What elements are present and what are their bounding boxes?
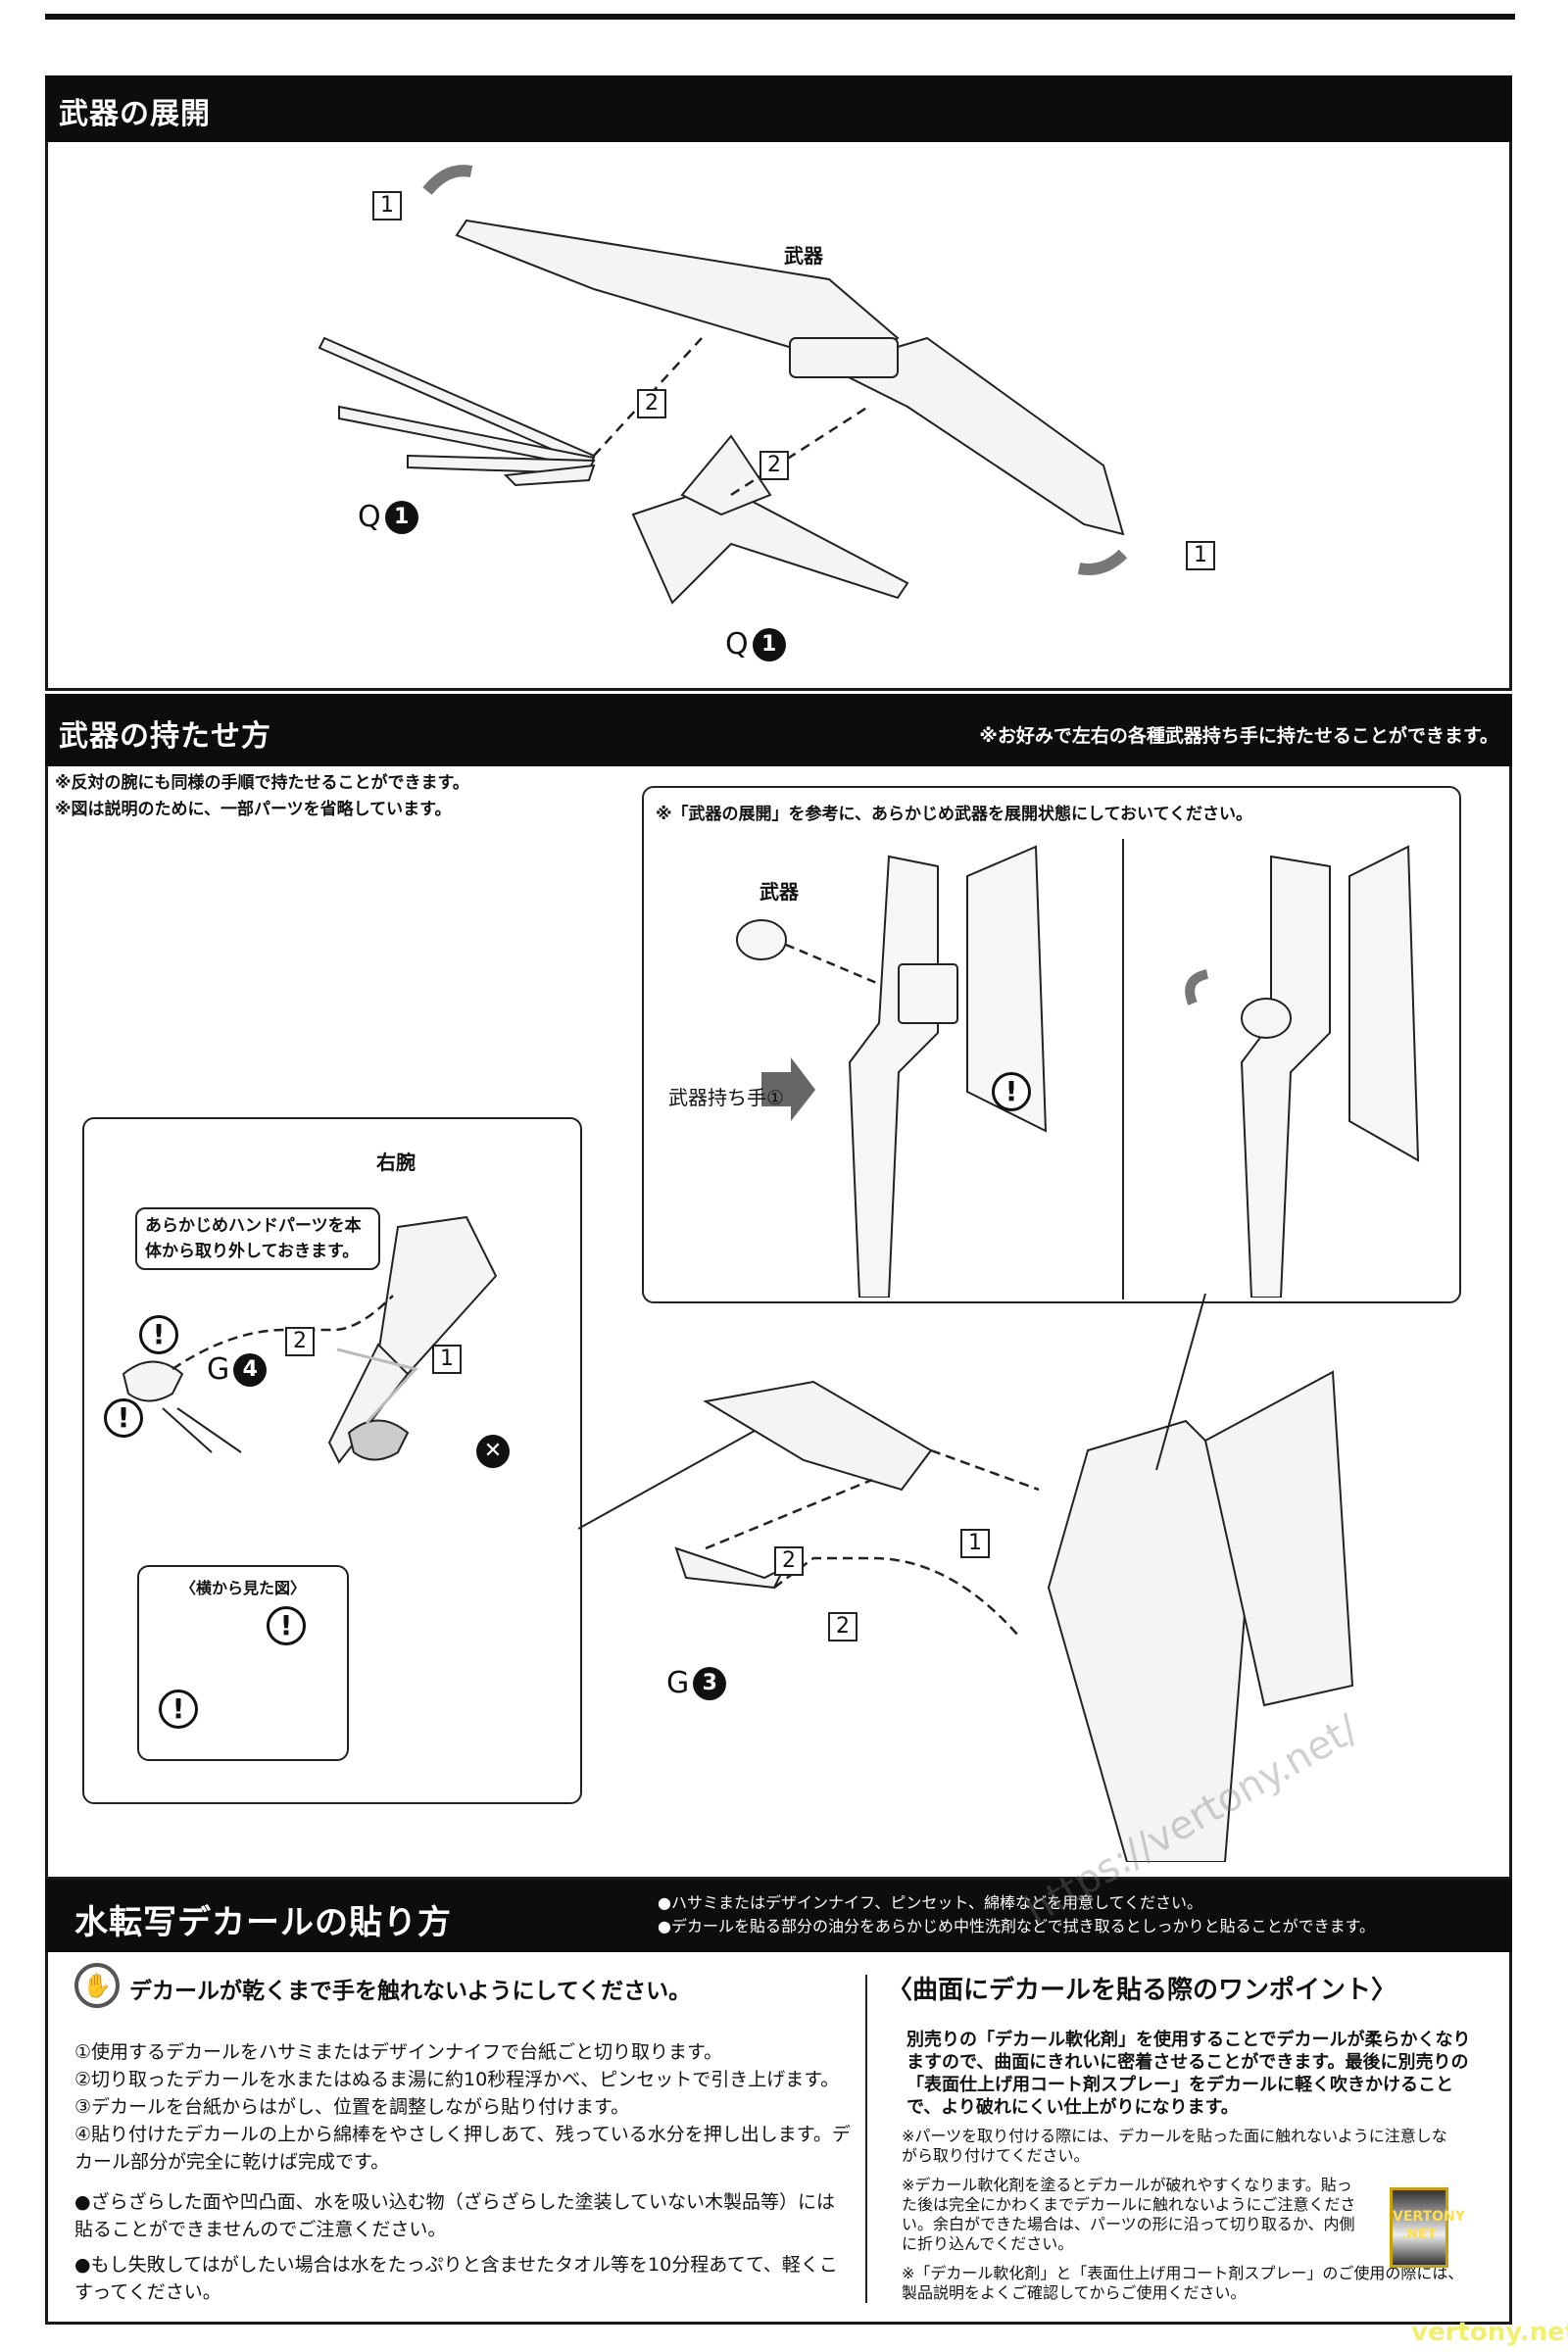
prohibited-icon: ✕ [476, 1435, 510, 1468]
step-2-badge: 2 [285, 1327, 315, 1356]
weapon-center [789, 337, 899, 378]
tip-note: ※デカール軟化剤を塗るとデカールが破れやすくなります。貼った後は完全にかわくまで… [902, 2176, 1356, 2253]
rotate-arrow-icon [1185, 969, 1209, 1005]
header-note: ※お好みで左右の各種武器持ち手に持たせることができます。 [979, 725, 1498, 747]
step-1-badge: 1 [372, 191, 402, 220]
decal-steps: ①使用するデカールをハサミまたはデザインナイフで台紙ごと切り取ります。 ②切り取… [74, 2038, 858, 2176]
caution-icon: ! [104, 1398, 143, 1438]
section-header-decal: 水転写デカールの貼り方 ●ハサミまたはデザインナイフ、ピンセット、綿棒などを用意… [45, 1880, 1512, 1952]
step-1-badge: 1 [1186, 541, 1215, 570]
prep-notes: ●ハサミまたはデザインナイフ、ピンセット、綿棒などを用意してください。 ●デカー… [658, 1891, 1375, 1938]
weapon-lower-blade [826, 336, 1125, 536]
step-2-badge: 2 [760, 451, 789, 480]
weapon-label: 武器 [760, 880, 799, 904]
caution-icon: ! [139, 1315, 178, 1354]
tip-note: ※「デカール軟化剤」と「表面仕上げ用コート剤スプレー」のご使用の際には、製品説明… [902, 2264, 1464, 2302]
step-1-badge: 1 [432, 1345, 462, 1374]
step-2-badge: 2 [637, 389, 666, 418]
step-text: ④貼り付けたデカールの上から綿棒をやさしく押しあて、残っている水分を押し出します… [74, 2124, 851, 2173]
weapon-grip-panel: ※「武器の展開」を参考に、あらかじめ武器を展開状態にしておいてください。 武器 … [642, 786, 1461, 1303]
section-decal [45, 1952, 1512, 2325]
no-touch-icon: ✋ [74, 1963, 120, 2008]
right-arm-label: 右腕 [376, 1151, 416, 1174]
notes: ※反対の腕にも同様の手順で持たせることができます。 ※図は説明のために、一部パー… [55, 770, 469, 823]
caution-text: ●もし失敗してはがしたい場合は水をたっぷりと含ませたタオル等を10分程あてて、軽… [74, 2254, 838, 2303]
rotate-arrow-icon [422, 165, 473, 195]
section-title: 水転写デカールの貼り方 [74, 1903, 452, 1942]
step-text: ①使用するデカールをハサミまたはデザインナイフで台紙ごと切り取ります。 [74, 2041, 723, 2063]
panel-note: ※「武器の展開」を参考に、あらかじめ武器を展開状態にしておいてください。 [656, 805, 1252, 824]
part-number: 1 [752, 627, 786, 662]
side-view-label: 〈横から見た図〉 [179, 1579, 306, 1597]
assembly-illustration [578, 1294, 1354, 1862]
column-divider [865, 1975, 867, 2303]
step-1-badge: 1 [960, 1529, 990, 1558]
section-weapon-hold [45, 766, 1512, 1880]
step-text: ②切り取ったデカールを水またはぬるま湯に約10秒程浮かべ、ピンセットで引き上げま… [74, 2069, 840, 2090]
step-2-badge: 2 [828, 1612, 858, 1642]
section-title: 武器の展開 [59, 97, 211, 131]
prep-note: ●デカールを貼る部分の油分をあらかじめ中性洗剤などで拭き取るとしっかりと貼ること… [658, 1917, 1376, 1936]
vertony-logo: VERTONY .NET [1390, 2187, 1465, 2268]
section-header-weapon-hold: 武器の持たせ方 ※お好みで左右の各種武器持ち手に持たせることができます。 [45, 694, 1512, 766]
caution-icon: ! [992, 1072, 1031, 1111]
part-number: 3 [693, 1666, 727, 1700]
caution-text: ●ざらざらした面や凹凸面、水を吸い込む物（ざらざらした塗装していない木製品等）に… [74, 2191, 836, 2240]
warning-text: デカールが乾くまで手を触れないようにしてください。 [129, 1979, 692, 2004]
tip-note: ※パーツを取り付ける際には、デカールを貼った面に触れないように注意しながら取り付… [902, 2127, 1447, 2165]
note: ※図は説明のために、一部パーツを省略しています。 [55, 800, 452, 819]
grip-illustration [736, 845, 1420, 1298]
caution-icon: ! [159, 1690, 198, 1729]
top-rule [45, 14, 1515, 20]
hand-part-label: 武器持ち手① [668, 1086, 784, 1109]
prep-note: ●ハサミまたはデザインナイフ、ピンセット、綿棒などを用意してください。 [658, 1893, 1203, 1912]
next-step-arrow-icon [761, 1057, 815, 1121]
tip-body: 別売りの「デカール軟化剤」を使用することでデカールが柔らかくなりますので、曲面に… [906, 2030, 1471, 2118]
callout-bubble: あらかじめハンドパーツを本体から取り外しておきます。 [135, 1207, 380, 1270]
section-weapon-deploy [45, 142, 1512, 691]
panel-divider [1122, 839, 1124, 1299]
side-view-panel: 〈横から見た図〉 ! ! [137, 1565, 349, 1761]
tip-title: 〈曲面にデカールを貼る際のワンポイント〉 [887, 1976, 1397, 2005]
part-number: 1 [384, 500, 418, 534]
removed-hand [347, 1419, 410, 1461]
part-number: 4 [233, 1352, 268, 1387]
part-letter: G [207, 1352, 230, 1387]
dashed-arrow [730, 405, 869, 497]
part-g4 [122, 1360, 184, 1402]
step-2-badge: 2 [774, 1546, 804, 1576]
section-title: 武器の持たせ方 [59, 719, 271, 754]
note: ※反対の腕にも同様の手順で持たせることができます。 [55, 773, 469, 793]
weapon-deploy-illustration [318, 165, 1128, 605]
section-header-weapon-deploy: 武器の展開 [45, 75, 1512, 142]
weapon-label: 武器 [784, 244, 823, 268]
rotate-arrow-icon [1077, 549, 1128, 575]
tip-notes: ※パーツを取り付ける際には、デカールを貼った面に触れないように注意しながら取り付… [902, 2127, 1465, 2303]
caution-icon: ! [267, 1606, 306, 1645]
part-letter: Q [725, 627, 749, 662]
part-letter: Q [358, 500, 381, 534]
step-text: ③デカールを台紙からはがし、位置を調整しながら貼り付けます。 [74, 2096, 630, 2118]
decal-cautions: ●ざらざらした面や凹凸面、水を吸い込む物（ざらざらした塗装していない木製品等）に… [74, 2188, 849, 2306]
part-letter: G [666, 1666, 690, 1700]
site-watermark: vertony.net [1411, 2318, 1568, 2347]
